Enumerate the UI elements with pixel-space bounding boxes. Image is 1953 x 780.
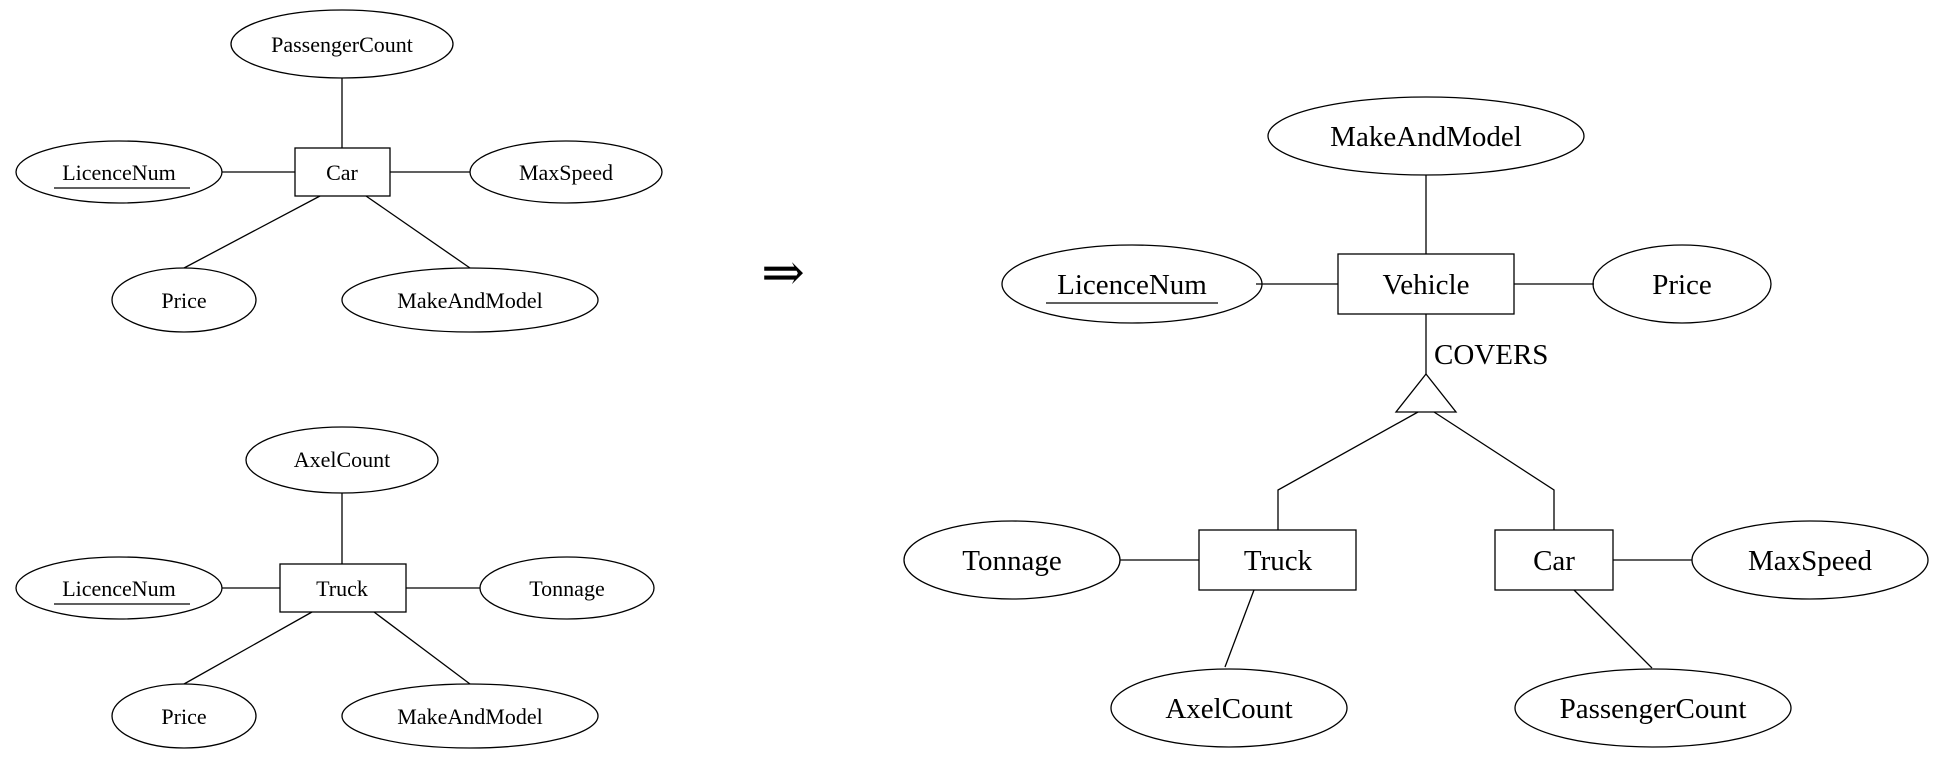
car-before-group: PassengerCount LicenceNum Car MaxSpeed P… [15, 9, 663, 333]
entity-box-car [1494, 529, 1614, 591]
attribute-ellipse-tonnage [903, 520, 1121, 600]
attribute-price: Price [161, 288, 206, 313]
generalization-triangle [1394, 372, 1458, 413]
truck-before-group: AxelCount LicenceNum Truck Tonnage Price… [15, 426, 655, 749]
entity-truck: Truck [316, 576, 368, 601]
attribute-make-and-model: MakeAndModel [397, 288, 542, 313]
attribute-ellipse-axel-count [1110, 668, 1348, 748]
entity-vehicle: Vehicle [1383, 269, 1470, 301]
generalization-branch-truck [1277, 411, 1419, 530]
entity-box-truck [279, 563, 407, 613]
covers-constraint-label: COVERS [1434, 339, 1548, 371]
entity-truck: Truck [1244, 545, 1313, 577]
attribute-ellipse-make-and-model [1267, 96, 1585, 176]
attribute-ellipse-passenger-count [230, 9, 454, 79]
attribute-ellipse-axel-count [245, 426, 439, 494]
attribute-ellipse-max-speed [469, 140, 663, 204]
attribute-price: Price [161, 704, 206, 729]
attribute-ellipse-price [111, 267, 257, 333]
attribute-ellipse-licence-num [15, 556, 223, 620]
connector-line [1573, 589, 1653, 669]
attribute-ellipse-licence-num [1001, 244, 1263, 324]
after-group: MakeAndModel LicenceNum Vehicle Price CO… [903, 96, 1929, 748]
connector-line [183, 195, 321, 269]
generalization-branch-car [1433, 411, 1555, 530]
attribute-passenger-count: PassengerCount [271, 32, 413, 57]
attribute-axel-count: AxelCount [294, 447, 391, 472]
entity-box-car [294, 147, 391, 197]
attribute-ellipse-max-speed [1691, 520, 1929, 600]
attribute-max-speed: MaxSpeed [519, 160, 613, 185]
attribute-ellipse-price [1592, 244, 1772, 324]
connector-line [373, 611, 471, 685]
connector-line [1224, 589, 1255, 668]
attribute-price: Price [1652, 269, 1712, 301]
entity-box-vehicle [1337, 253, 1515, 315]
connector-line [183, 611, 313, 685]
attribute-ellipse-licence-num [15, 140, 223, 204]
attribute-make-and-model: MakeAndModel [1330, 121, 1522, 153]
attribute-licence-num: LicenceNum [1057, 269, 1207, 301]
entity-car: Car [326, 160, 358, 185]
entity-box-truck [1198, 529, 1357, 591]
attribute-make-and-model: MakeAndModel [397, 704, 542, 729]
attribute-ellipse-make-and-model [341, 683, 599, 749]
attribute-ellipse-make-and-model [341, 267, 599, 333]
transform-arrow: ⇒ [761, 245, 805, 302]
attribute-ellipse-tonnage [479, 556, 655, 620]
attribute-licence-num: LicenceNum [62, 576, 176, 601]
entity-car: Car [1533, 545, 1575, 577]
attribute-tonnage: Tonnage [529, 576, 604, 601]
attribute-max-speed: MaxSpeed [1748, 545, 1873, 577]
attribute-tonnage: Tonnage [962, 545, 1061, 577]
connector-line [365, 195, 471, 269]
attribute-licence-num: LicenceNum [62, 160, 176, 185]
attribute-axel-count: AxelCount [1165, 693, 1292, 725]
attribute-ellipse-passenger-count [1514, 668, 1792, 748]
attribute-ellipse-price [111, 683, 257, 749]
attribute-passenger-count: PassengerCount [1560, 693, 1747, 725]
